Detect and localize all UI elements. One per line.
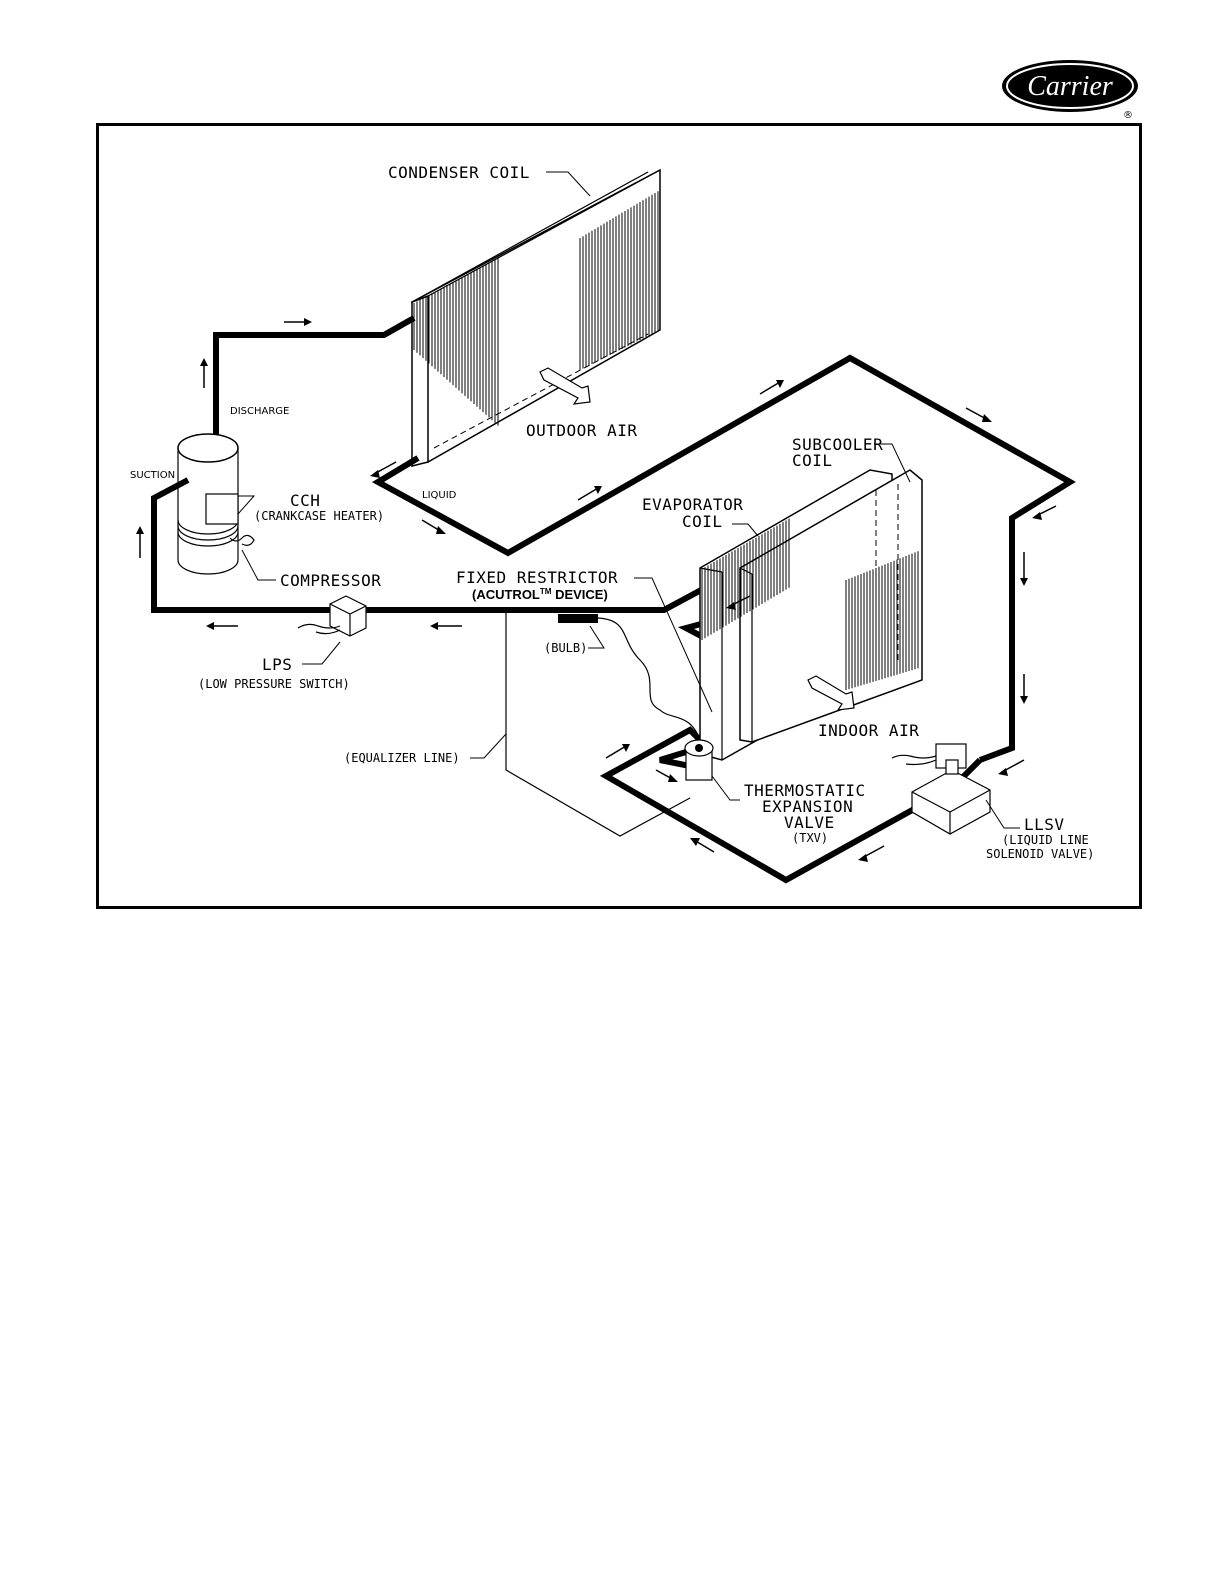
- label-liquid: LIQUID: [422, 490, 457, 501]
- label-indoor-air: INDOOR AIR: [818, 721, 919, 740]
- label-bulb: (BULB): [544, 641, 587, 655]
- crankcase-heater: [206, 494, 238, 524]
- label-evaporator-coil: COIL: [682, 512, 723, 531]
- label-txv: (TXV): [792, 831, 828, 845]
- equalizer-line: [506, 612, 690, 836]
- label-valve: VALVE: [784, 813, 835, 832]
- low-pressure-switch: [298, 596, 366, 636]
- label-cch: CCH: [290, 491, 320, 510]
- label-equalizer-line: (EQUALIZER LINE): [344, 751, 460, 765]
- compressor: [178, 434, 254, 574]
- label-solenoid-valve: SOLENOID VALVE): [986, 847, 1094, 861]
- label-llsv: LLSV: [1024, 815, 1065, 834]
- bulb-capillary: [598, 618, 700, 740]
- discharge-line: [216, 318, 414, 438]
- liquid-line-solenoid-valve: [892, 744, 990, 834]
- label-crankcase-heater: (CRANKCASE HEATER): [254, 509, 384, 523]
- cch-wires: [230, 535, 254, 545]
- label-fixed-restrictor: FIXED RESTRICTOR: [456, 568, 618, 587]
- label-compressor: COMPRESSOR: [280, 571, 381, 590]
- label-low-pressure-switch: (LOW PRESSURE SWITCH): [198, 677, 350, 691]
- label-suction: SUCTION: [130, 470, 175, 481]
- label-outdoor-air: OUTDOOR AIR: [526, 421, 637, 440]
- label-acutrol-device: (ACUTROLTM DEVICE): [472, 587, 608, 602]
- label-discharge: DISCHARGE: [230, 406, 289, 417]
- label-subcooler-coil: COIL: [792, 451, 833, 470]
- label-liquid-line: (LIQUID LINE: [1002, 833, 1089, 847]
- label-lps: LPS: [262, 655, 292, 674]
- label-condenser-coil: CONDENSER COIL: [388, 163, 530, 182]
- txv-bulb: [558, 614, 598, 623]
- thermostatic-expansion-valve: [685, 740, 713, 780]
